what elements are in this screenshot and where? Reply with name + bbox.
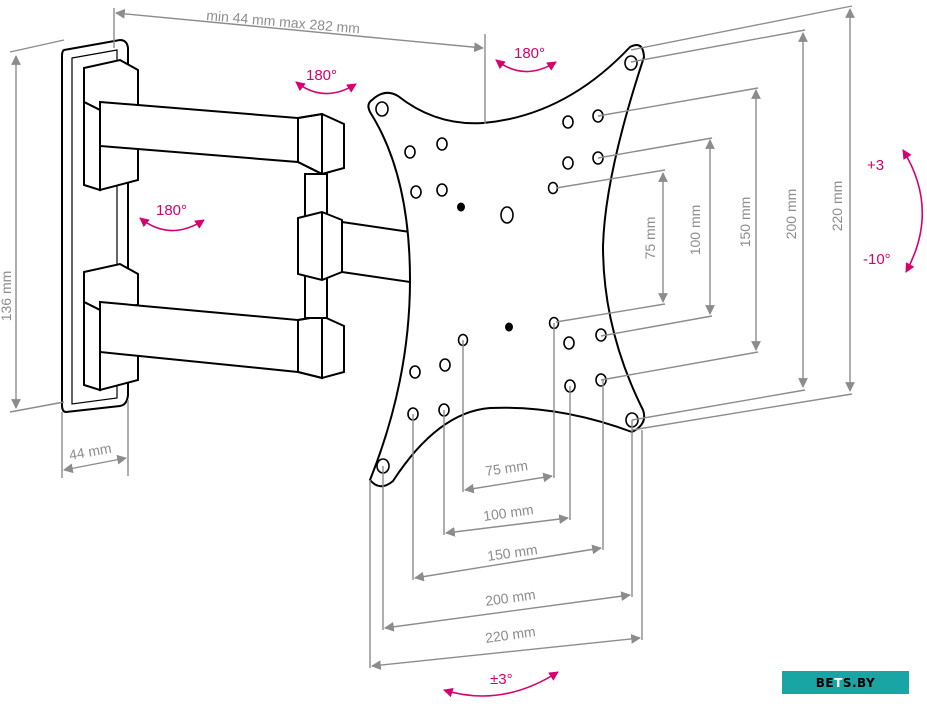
rotation-top-right-label: 180° bbox=[514, 45, 545, 62]
swivel-label: ±3° bbox=[490, 671, 513, 688]
vesa-horizontal-200-label: 200 mm bbox=[484, 586, 536, 609]
vesa-horizontal-150-label: 150 mm bbox=[486, 541, 538, 564]
swing-arms bbox=[99, 100, 411, 380]
vesa-vertical-220-label: 220 mm bbox=[829, 181, 845, 232]
rotation-arrows bbox=[139, 59, 924, 698]
vesa-vertical-150-label: 150 mm bbox=[737, 197, 753, 248]
tilt-down-label: -10° bbox=[863, 251, 891, 268]
vesa-vertical-75-label: 75 mm bbox=[642, 217, 658, 260]
vesa-vertical-200-label: 200 mm bbox=[783, 189, 799, 240]
rotation-middle-label: 180° bbox=[156, 202, 187, 219]
arm-extension-label: min 44 mm max 282 mm bbox=[206, 7, 361, 36]
rotation-top-left-label: 180° bbox=[306, 67, 337, 84]
dimension-lines bbox=[9, 5, 855, 670]
tilt-up-label: +3 bbox=[867, 157, 884, 174]
vesa-horizontal-220-label: 220 mm bbox=[484, 623, 536, 646]
wall-plate bbox=[61, 38, 139, 414]
vesa-horizontal-75-label: 75 mm bbox=[484, 457, 529, 479]
vesa-plate bbox=[367, 44, 646, 488]
vesa-vertical-100-label: 100 mm bbox=[687, 205, 703, 256]
wall-plate-depth-label: 44 mm bbox=[68, 440, 113, 463]
wall-plate-height-label: 136 mm bbox=[0, 271, 14, 322]
vesa-horizontal-100-label: 100 mm bbox=[482, 501, 534, 524]
